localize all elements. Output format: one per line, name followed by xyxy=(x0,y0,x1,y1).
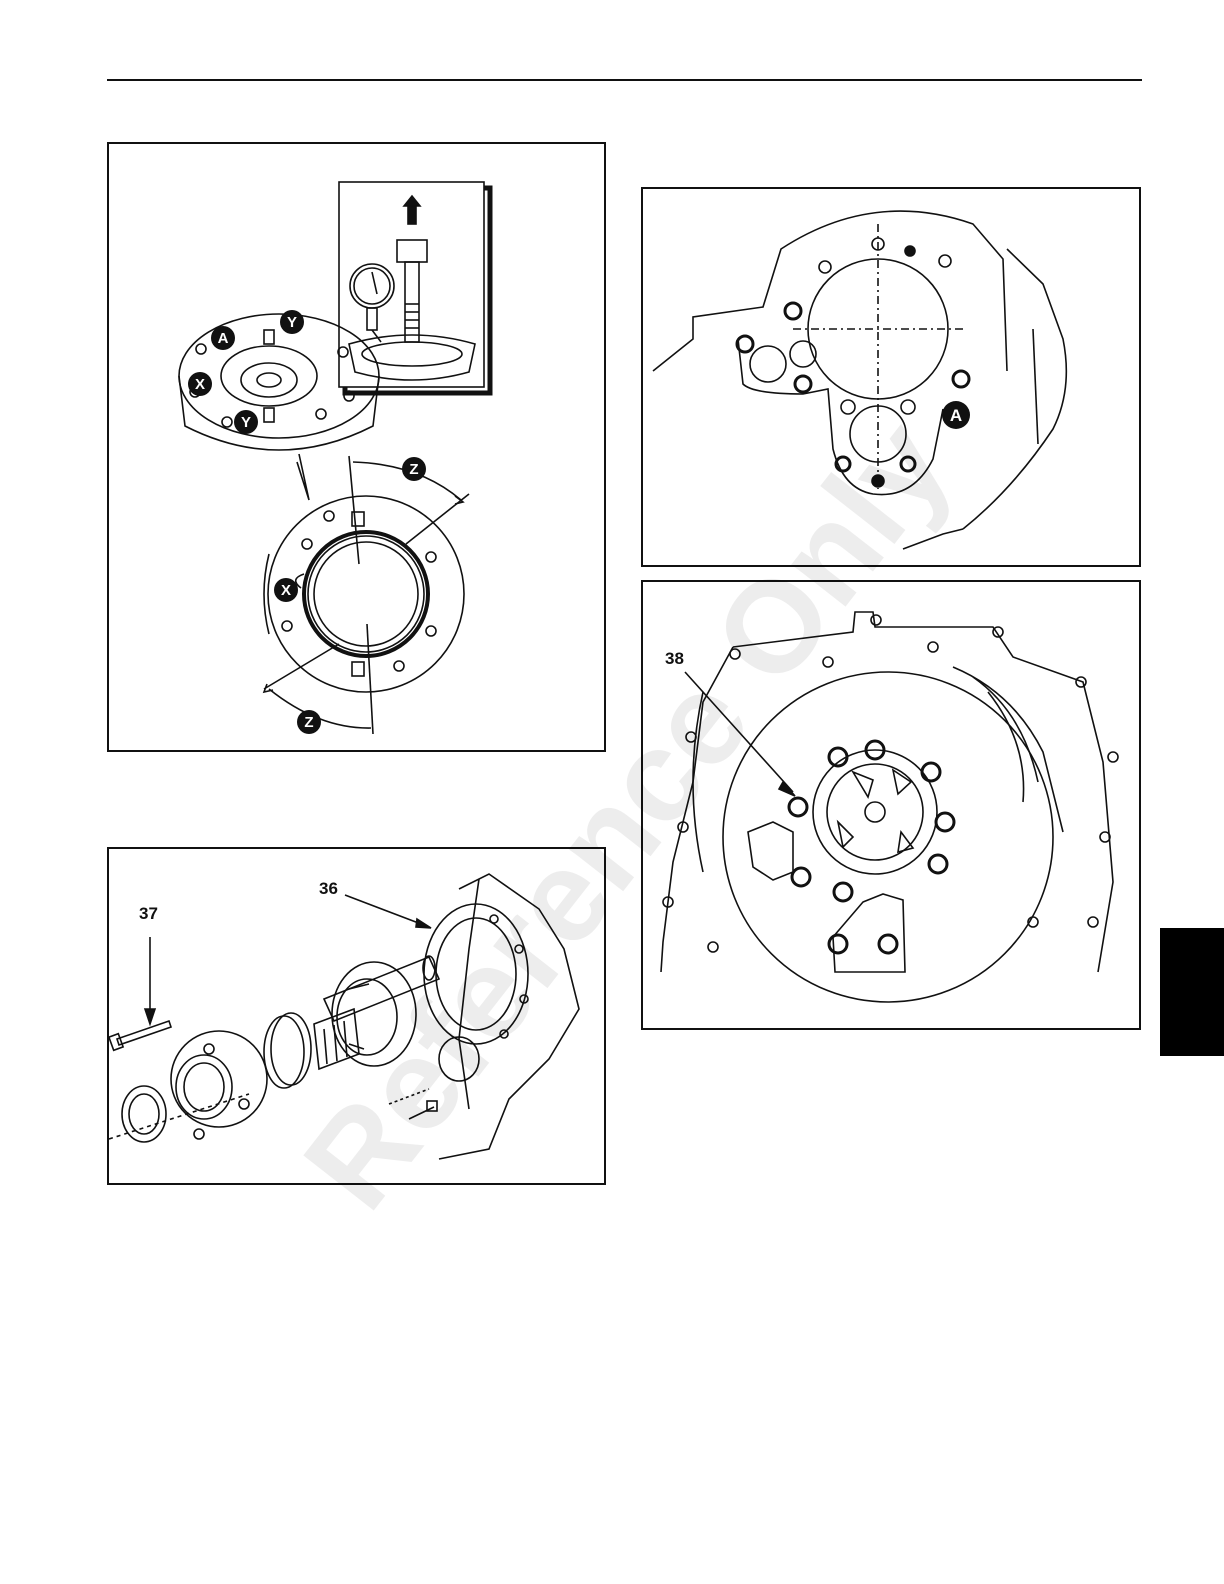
housing-face-drawing: A xyxy=(643,189,1141,567)
callout-y-top: Y xyxy=(287,314,297,331)
callout-a: A xyxy=(950,406,962,425)
callout-z-bottom: Z xyxy=(304,714,313,731)
part-36-label: 36 xyxy=(319,879,338,898)
figure-bearing-endfloat: A Y X Y Z X Z xyxy=(107,142,606,752)
header-rule xyxy=(107,79,1142,81)
bearing-endfloat-drawing: A Y X Y Z X Z xyxy=(109,144,606,752)
pump-cover-drawing: 38 xyxy=(643,582,1141,1030)
callout-a: A xyxy=(218,330,229,347)
figure-housing-face: A xyxy=(641,187,1141,567)
callout-y-bottom: Y xyxy=(241,414,251,431)
exploded-assembly-drawing: 37 36 xyxy=(109,849,606,1185)
callout-x-top: X xyxy=(195,376,205,393)
part-38-label: 38 xyxy=(665,649,684,668)
figure-exploded-assembly: 37 36 xyxy=(107,847,606,1185)
section-tab xyxy=(1160,928,1224,1056)
callout-x-bottom: X xyxy=(281,582,291,599)
figure-pump-cover: 38 xyxy=(641,580,1141,1030)
part-37-label: 37 xyxy=(139,904,158,923)
callout-z-top: Z xyxy=(409,461,418,478)
